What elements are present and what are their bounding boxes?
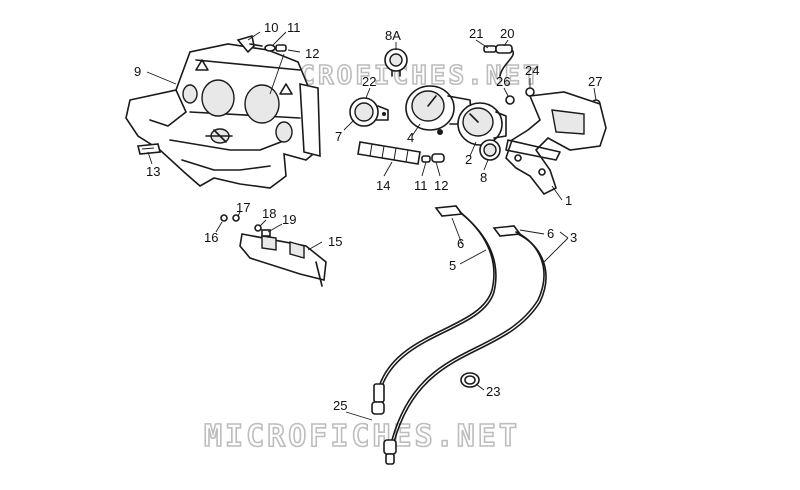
callout-11-top: 11 bbox=[287, 20, 301, 35]
ignition-key bbox=[236, 34, 263, 54]
callout-19: 19 bbox=[282, 212, 296, 227]
callout-8a: 8A bbox=[385, 28, 401, 43]
tachometer bbox=[437, 102, 507, 146]
callout-13: 13 bbox=[146, 164, 160, 179]
speedometer-cable bbox=[371, 205, 497, 415]
callout-8: 8 bbox=[480, 170, 487, 185]
callout-15: 15 bbox=[328, 234, 342, 249]
speedometer bbox=[405, 85, 473, 131]
nut-26 bbox=[505, 95, 515, 105]
callout-25: 25 bbox=[333, 398, 347, 413]
callout-5: 5 bbox=[449, 258, 456, 273]
cable-clamp bbox=[460, 372, 480, 388]
temperature-gauge bbox=[479, 139, 501, 161]
callout-9: 9 bbox=[134, 64, 141, 79]
screw-16 bbox=[220, 214, 228, 222]
bulb-socket-lower bbox=[421, 153, 445, 163]
support-bracket bbox=[239, 233, 327, 287]
voltmeter-gauge bbox=[349, 97, 389, 127]
callout-6-right: 6 bbox=[547, 226, 554, 241]
bulb-and-wire bbox=[483, 44, 515, 77]
callout-2: 2 bbox=[465, 152, 472, 167]
callout-7: 7 bbox=[335, 129, 342, 144]
callout-26: 26 bbox=[496, 74, 510, 89]
leader-lines bbox=[146, 31, 597, 421]
callout-4: 4 bbox=[407, 130, 414, 145]
spacer-19 bbox=[261, 229, 271, 237]
warning-light-strip bbox=[357, 141, 421, 165]
callout-10: 10 bbox=[264, 20, 278, 35]
callout-24: 24 bbox=[525, 63, 539, 78]
callout-6-left: 6 bbox=[457, 236, 464, 251]
bulb-holder-top bbox=[264, 44, 287, 52]
callout-labels: 9 10 11 12 13 8A 22 7 4 2 8 21 20 26 24 … bbox=[134, 20, 602, 413]
callout-17: 17 bbox=[236, 200, 250, 215]
callout-12-lower: 12 bbox=[434, 178, 448, 193]
callout-16: 16 bbox=[204, 230, 218, 245]
callout-22: 22 bbox=[362, 74, 376, 89]
callout-18: 18 bbox=[262, 206, 276, 221]
nut-24 bbox=[525, 87, 535, 97]
callout-12-top: 12 bbox=[305, 46, 319, 61]
callout-23: 23 bbox=[486, 384, 500, 399]
instrument-panel-cover bbox=[125, 43, 321, 189]
callout-14: 14 bbox=[376, 178, 390, 193]
washer-18 bbox=[254, 224, 262, 232]
watermark-bottom: MICROFICHES.NET bbox=[204, 419, 520, 454]
callout-11-lower: 11 bbox=[414, 178, 428, 193]
washer-17 bbox=[232, 214, 240, 222]
callout-20: 20 bbox=[500, 26, 514, 41]
callout-1: 1 bbox=[565, 193, 572, 208]
callout-3: 3 bbox=[570, 230, 577, 245]
callout-21: 21 bbox=[469, 26, 483, 41]
callout-27: 27 bbox=[588, 74, 602, 89]
gauge-mounting-bracket bbox=[505, 91, 607, 196]
tachometer-cable bbox=[383, 225, 547, 465]
small-label-plate bbox=[136, 143, 162, 155]
